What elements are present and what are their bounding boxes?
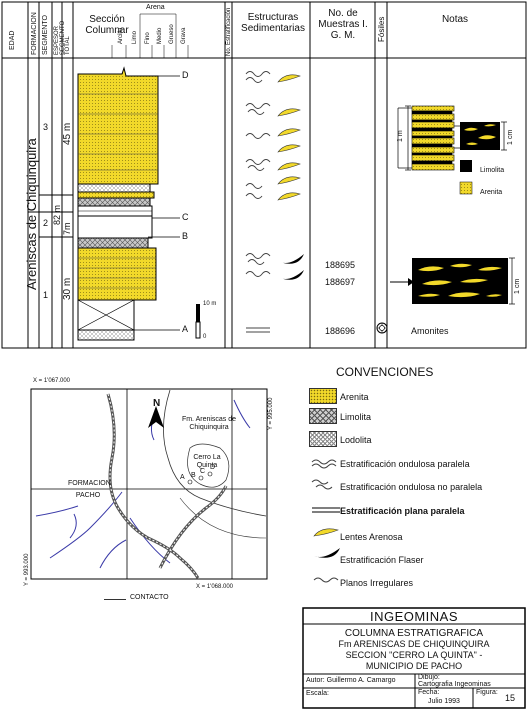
agency-name: INGEOMINAS xyxy=(369,609,459,624)
ammonite-icon xyxy=(376,322,388,334)
legend-swatch-arenita xyxy=(309,388,337,404)
map-point-C: C xyxy=(200,468,206,475)
map-pacho-label: FORMACION PACHO xyxy=(68,480,111,499)
sedimentary-structures xyxy=(245,71,304,333)
dibujo-value: Cartografia Ingeominas xyxy=(418,681,491,688)
map-coord-top: X = 1'067.000 xyxy=(33,378,71,384)
figura-label: Figura: xyxy=(476,689,498,696)
notes-legend-arenita: Arenita xyxy=(480,189,503,196)
header-arena: Arena xyxy=(146,4,165,11)
map-point-B: B xyxy=(191,472,196,479)
header-estructuras: Estructuras Sedimentarias xyxy=(241,12,305,34)
legend-arenita: Arenita xyxy=(340,392,369,402)
author: Autor: Guillermo A. Camargo xyxy=(306,677,396,684)
legend-limolita: Limolita xyxy=(340,412,372,422)
title-line-1: COLUMNA ESTRATIGRAFICA xyxy=(344,628,484,639)
map-coord-bottom: X = 1'068.000 xyxy=(196,584,234,590)
map-contacto: CONTACTO xyxy=(130,594,169,601)
escala-label: Escala: xyxy=(306,690,329,697)
segment-1: 1 xyxy=(43,290,49,300)
sample-188696: 188696 xyxy=(325,326,356,336)
point-C: C xyxy=(182,212,189,222)
point-B: B xyxy=(182,231,189,241)
stratigraphic-table xyxy=(1,1,527,349)
title-line-4: MUNICIPIO DE PACHO xyxy=(365,661,463,671)
point-A: A xyxy=(182,324,189,334)
header-seccion: Sección Columnar xyxy=(85,14,129,36)
dibujo-label: Dibujo: xyxy=(418,674,440,681)
title-line-2: Fm ARENISCAS DE CHIQUINQUIRA xyxy=(338,639,490,649)
legend-planos-irregulares: Planos Irregulares xyxy=(340,578,414,588)
sample-188697: 188697 xyxy=(325,277,356,287)
legend-swatch-lodolita xyxy=(309,431,337,447)
notes-legend-limolita: Limolita xyxy=(480,167,505,174)
title-block: INGEOMINAS COLUMNA ESTRATIGRAFICA Fm ARE… xyxy=(303,609,525,672)
header-notas: Notas xyxy=(441,14,469,25)
title-line-3: SECCION "CERRO LA QUINTA" - xyxy=(345,650,483,660)
legend-ondulosa-no-paralela: Estratificación ondulosa no paralela xyxy=(340,482,483,492)
header-muestras: No. de Muestras I. G. M. xyxy=(318,8,368,41)
fecha-label: Fecha: xyxy=(418,689,440,696)
scale-0: 0 xyxy=(203,334,207,340)
contact-line xyxy=(104,599,126,600)
location-map xyxy=(30,388,268,580)
legend-lentes-arenosa: Lentes Arenosa xyxy=(340,532,403,542)
notes-drawings xyxy=(390,105,515,305)
legend-plana-paralela: Estratificación plana paralela xyxy=(340,506,465,516)
legend-swatch-limolita xyxy=(309,408,337,424)
map-hill-label: Cerro La Quinta xyxy=(193,454,221,469)
legend-flaser: Estratificación Flaser xyxy=(340,555,424,565)
scale-10m: 10 m xyxy=(203,301,217,307)
legend-ondulosa-paralela: Estratificación ondulosa paralela xyxy=(340,459,470,469)
map-point-D: D xyxy=(210,464,216,471)
legend-lodolita: Lodolita xyxy=(340,435,372,445)
figura-value: 15 xyxy=(505,693,516,703)
fossil-label: Amonites xyxy=(411,326,449,336)
map-formation-label: Fm. Areniscas de Chiquinquira xyxy=(181,416,237,431)
point-D: D xyxy=(182,70,189,80)
stratigraphic-column xyxy=(77,66,201,341)
segment-3: 3 xyxy=(43,122,49,132)
legend-symbols xyxy=(311,459,340,583)
map-point-A: A xyxy=(180,474,185,481)
segment-2: 2 xyxy=(43,218,49,228)
sample-188695: 188695 xyxy=(325,260,356,270)
conventions-title: CONVENCIONES xyxy=(336,365,434,379)
map-north: N xyxy=(153,398,161,409)
fecha-value: Julio 1993 xyxy=(428,698,460,705)
